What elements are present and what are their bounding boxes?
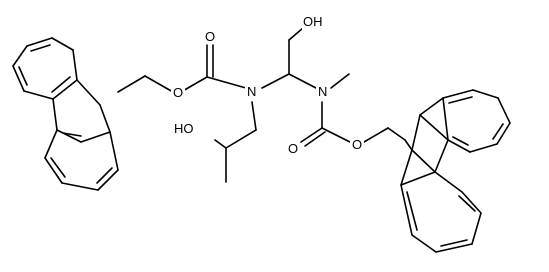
bond-double-inner [30,44,51,52]
bond [117,75,146,93]
bond [442,89,474,99]
bond [434,139,449,173]
bond [304,131,326,147]
bond [288,27,304,41]
carbamate-left [117,44,247,93]
bond [144,75,174,93]
bond [72,49,78,81]
atom-labels: O O N OH HO N O O [171,12,364,156]
bond [52,98,58,131]
bond [76,79,101,106]
bond-double-inner [406,191,418,231]
bond [471,212,482,245]
atom-label-n-left: N [247,84,256,99]
fluorenyl-group-left [12,37,119,191]
bond [51,37,74,51]
bond [400,184,413,236]
bond [80,131,111,143]
carbamate-right [300,127,406,147]
bond [300,127,323,143]
bond [447,139,471,153]
bond [387,127,406,141]
central-backbone [214,27,350,183]
atom-label-o-carbonyl-left: O [205,29,215,44]
bond [61,182,99,191]
bond [442,97,449,141]
bond-double-inner [440,239,468,247]
bond [472,89,499,99]
atom-label-n-right: N [318,84,327,99]
bond [497,97,511,124]
bond [26,37,53,47]
bond [225,129,257,149]
bond-double-inner [96,167,113,184]
bond [330,73,350,89]
bond [12,65,25,92]
atom-label-ho-left: HO [174,121,194,136]
bond [461,191,482,214]
bond [23,90,54,100]
bond-double-inner [448,96,473,104]
bond [44,157,63,184]
bond [363,127,389,143]
bond [419,114,449,141]
bond-double-inner [62,132,82,137]
bond [435,243,473,253]
bond [434,171,463,193]
bond [419,97,444,116]
bond [400,149,413,186]
atom-label-o-ester-right: O [352,137,362,152]
bond [496,122,511,145]
atom-label-oh-top: OH [303,14,323,29]
bond [44,129,58,159]
bond [261,73,290,89]
atom-label-o-carbonyl-right: O [288,141,298,156]
fluorenyl-group-right [400,89,511,253]
bond [52,79,78,100]
bond-double-inner [492,123,504,140]
bond [411,149,436,173]
bond [109,131,119,171]
bond [251,101,257,131]
bond-double-inner [50,157,66,178]
bond [288,73,317,89]
bond [411,234,437,253]
bond-double-inner [18,66,28,86]
bond [214,139,227,149]
bond [400,171,436,186]
bond-double-inner [51,76,71,93]
bond [99,104,111,133]
bond [56,129,82,143]
bond [404,139,413,151]
bond-double-inner [458,195,476,212]
atom-label-o-ester-left: O [173,85,183,100]
bond [321,127,351,143]
bond-double-inner [452,136,469,146]
bond [469,143,498,153]
bond [206,76,247,89]
bond [97,169,119,191]
bond [12,45,28,67]
bond [180,76,208,93]
bond [411,114,421,151]
